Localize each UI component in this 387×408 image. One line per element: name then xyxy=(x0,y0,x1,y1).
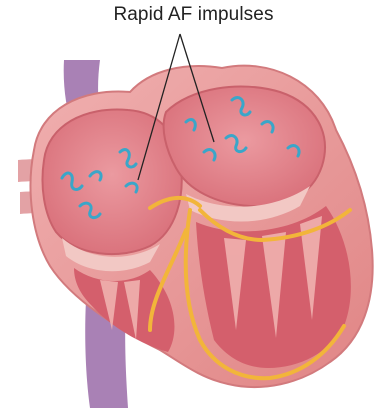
left-atrium xyxy=(43,109,182,254)
